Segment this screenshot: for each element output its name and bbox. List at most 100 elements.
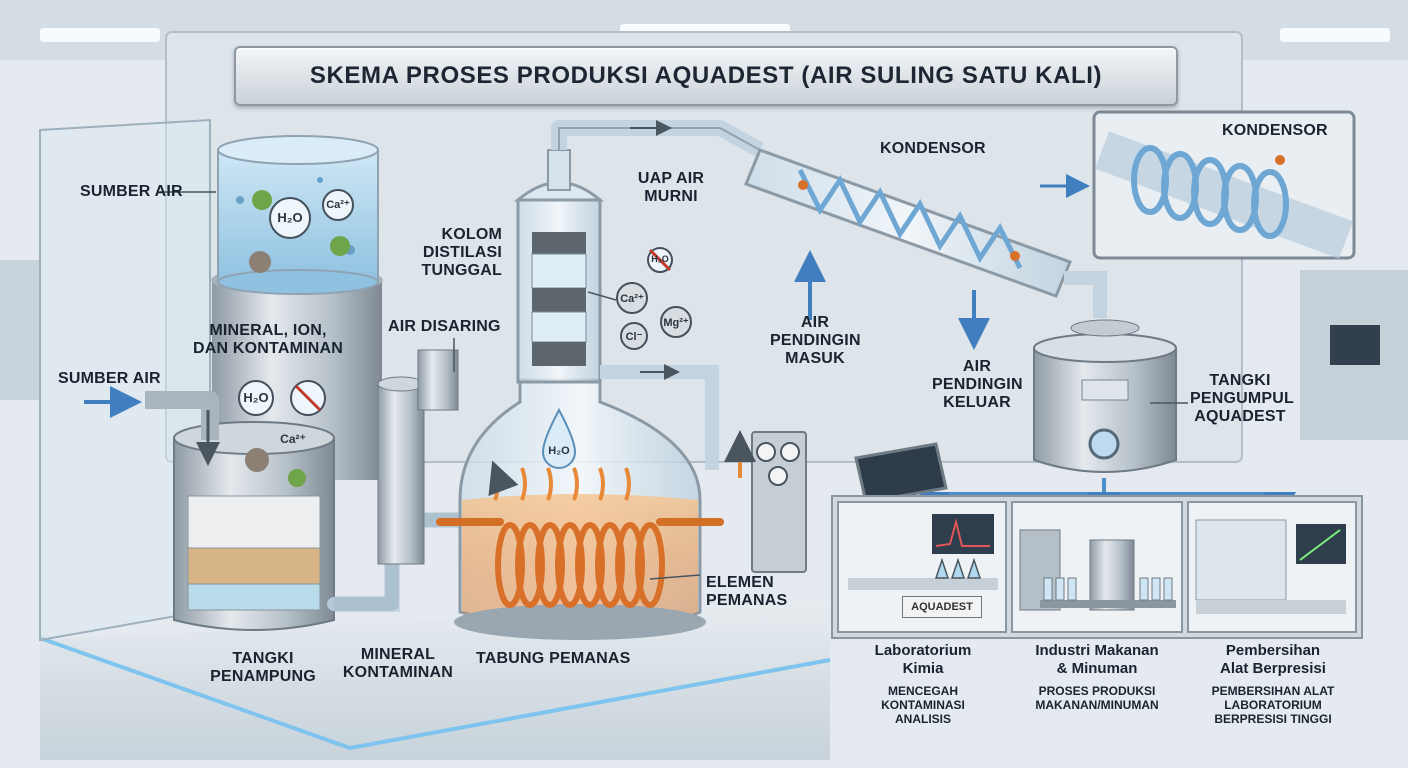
condenser <box>744 148 1072 298</box>
holding-tank <box>173 421 335 631</box>
calcium-ion-icon <box>322 189 354 221</box>
droplet-h2o-label: H₂O <box>548 445 570 457</box>
condenser-coil <box>797 168 1023 270</box>
water-droplet-icon <box>541 407 577 469</box>
filter-layer-sand <box>187 547 321 585</box>
ceiling-light <box>1280 28 1390 42</box>
conveyor-belt <box>1040 600 1176 608</box>
heating-element-coil <box>495 522 665 608</box>
flasks <box>934 557 982 579</box>
calcium-ion-icon <box>616 282 648 314</box>
gauge-icon <box>780 442 800 462</box>
thermometer-icon <box>1275 155 1285 165</box>
background-monitor <box>1330 325 1380 365</box>
label-sumber-air-top: SUMBER AIR <box>80 183 183 200</box>
aquadest-panel-label: AQUADEST <box>902 596 982 618</box>
sediment-icon <box>245 448 269 472</box>
fume-hood <box>1195 519 1287 601</box>
label-mineral-kontaminan: MINERAL KONTAMINAN <box>342 646 454 681</box>
tablet-monitor <box>854 442 948 504</box>
chloride-ion-icon <box>620 322 648 350</box>
filter-layer-white <box>187 495 321 549</box>
label-tabung-pemanas: TABUNG PEMANAS <box>476 650 631 667</box>
bottles <box>1043 577 1173 601</box>
h2o-sign-label: H₂O <box>243 390 269 405</box>
label-kondensor: KONDENSOR <box>880 140 986 157</box>
sediment-icon <box>249 251 271 273</box>
calcium-column-label: Ca²⁺ <box>620 293 644 305</box>
label-tangki-penampung: TANGKI PENAMPUNG <box>210 650 316 685</box>
application-title-industry: Industri Makanan & Minuman <box>1035 642 1159 677</box>
thermometer-icon <box>798 180 808 190</box>
crossed-h2o-label: H₂O <box>651 254 669 264</box>
bacteria-icon <box>330 236 350 256</box>
calcium-filter-label: Ca²⁺ <box>280 432 306 446</box>
background-cabinet <box>0 260 40 400</box>
label-air-disaring: AIR DISARING <box>388 318 501 335</box>
platform-light-strip <box>39 636 831 751</box>
application-desc-cleaning: PEMBERSIHAN ALAT LABORATORIUM BERPRESISI… <box>1211 684 1335 726</box>
spectrum-line <box>935 518 990 547</box>
calcium-ion-label: Ca²⁺ <box>326 199 350 211</box>
lab-bench <box>848 578 998 590</box>
filter-cylinder-top <box>377 376 425 392</box>
filter-layer-carbon <box>187 583 321 611</box>
collection-tank <box>1033 319 1177 473</box>
packing-bed <box>531 253 587 289</box>
condenser-inset <box>1092 110 1356 260</box>
cleaning-bench <box>1196 600 1346 614</box>
steam-arrows <box>488 460 631 501</box>
leader-line <box>587 291 617 301</box>
bacteria-icon <box>288 469 306 487</box>
title-banner: SKEMA PROSES PRODUKSI AQUADEST (AIR SULI… <box>234 46 1178 106</box>
laser-line <box>1299 529 1341 561</box>
industrial-machine <box>1019 529 1061 611</box>
application-desc-lab: MENCEGAH KONTAMINASI ANALISIS <box>881 684 965 726</box>
application-desc-industry: PROSES PRODUKSI MAKANAN/MINUMAN <box>1035 684 1159 712</box>
label-air-pendingin-keluar: AIR PENDINGIN KELUAR <box>932 358 1023 411</box>
tank-nameplate <box>1081 379 1129 401</box>
bacteria-icon <box>252 190 272 210</box>
packing-grid <box>532 342 586 366</box>
label-elemen-pemanas: ELEMEN PEMANAS <box>706 574 788 609</box>
lab-monitor <box>932 514 994 554</box>
platform-floor <box>40 600 830 760</box>
thermometer-icon <box>1010 251 1020 261</box>
sight-glass-icon <box>1088 428 1120 460</box>
packing-bed <box>531 311 587 343</box>
prohibited-slash <box>648 248 672 272</box>
filter-housing <box>417 349 459 411</box>
label-kondensor-inset: KONDENSOR <box>1222 122 1328 139</box>
packing-grid <box>532 288 586 312</box>
label-uap-air: UAP AIR MURNI <box>637 170 705 205</box>
distillate-pipe <box>1064 271 1107 318</box>
gauge-icon <box>756 442 776 462</box>
h2o-molecule-label: H₂O <box>277 210 303 225</box>
gauge-icon <box>768 466 788 486</box>
magnesium-ion-icon <box>660 306 692 338</box>
label-kolom-distilasi: KOLOM DISTILASI TUNGGAL <box>421 226 502 279</box>
chloride-column-label: Cl⁻ <box>625 331 643 343</box>
label-tangki-pengumpul: TANGKI PENGUMPUL AQUADEST <box>1190 372 1295 425</box>
distillation-column <box>513 149 605 384</box>
page-title: SKEMA PROSES PRODUKSI AQUADEST (AIR SULI… <box>309 62 1103 89</box>
filter-cylinder <box>377 383 425 565</box>
ceiling-light <box>40 28 160 42</box>
label-sumber-air-left: SUMBER AIR <box>58 370 161 387</box>
magnesium-column-label: Mg²⁺ <box>663 317 689 329</box>
control-panel <box>751 431 807 573</box>
vessel-base <box>454 604 706 640</box>
application-title-cleaning: Pembersihan Alat Berpresisi <box>1220 642 1326 677</box>
industrial-tank <box>1089 539 1135 611</box>
prohibited-slash <box>294 384 322 412</box>
leader-line <box>649 574 701 580</box>
label-air-pendingin-masuk: AIR PENDINGIN MASUK <box>770 314 861 367</box>
h2o-sign-icon <box>238 380 274 416</box>
h2o-molecule-icon <box>269 197 311 239</box>
packing-grid <box>532 232 586 254</box>
return-pipe <box>600 365 719 470</box>
inlet-pipe <box>145 391 219 440</box>
application-title-lab: Laboratorium Kimia <box>874 642 972 677</box>
label-mineral-ion: MINERAL, ION, DAN KONTAMINAN <box>192 322 344 357</box>
